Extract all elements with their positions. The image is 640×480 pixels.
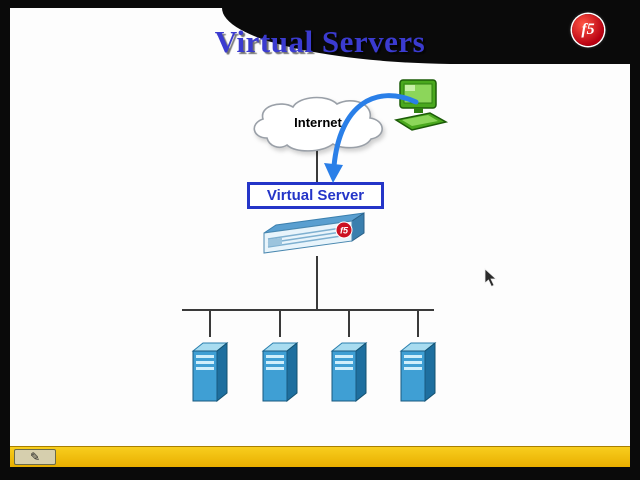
f5-logo-text: f5 bbox=[581, 21, 595, 38]
server-tower bbox=[188, 335, 234, 407]
drop-line-4 bbox=[417, 310, 419, 337]
mouse-cursor-icon bbox=[484, 268, 498, 288]
cloud-label: Internet bbox=[294, 115, 342, 130]
f5-logo: f5 bbox=[572, 14, 604, 46]
drop-line-1 bbox=[209, 310, 211, 337]
curved-arrow-icon bbox=[310, 78, 450, 198]
pencil-icon: ✎ bbox=[29, 450, 41, 464]
virtual-server-box: Virtual Server bbox=[247, 182, 384, 209]
drop-line-2 bbox=[279, 310, 281, 337]
internet-cloud-icon bbox=[243, 92, 393, 156]
virtual-server-label: Virtual Server bbox=[266, 187, 365, 204]
bigip-appliance-icon: f5 bbox=[256, 211, 376, 261]
appliance-to-bus-line bbox=[316, 256, 318, 310]
slide: Virtual Servers f5 Internet bbox=[10, 8, 630, 446]
bus-line bbox=[182, 309, 434, 311]
pen-tool-button[interactable]: ✎ bbox=[14, 449, 56, 465]
bottom-toolbar: ✎ bbox=[10, 446, 630, 467]
slide-title: Virtual Servers bbox=[214, 24, 426, 59]
server-tower bbox=[396, 335, 442, 407]
server-tower bbox=[327, 335, 373, 407]
drop-line-3 bbox=[348, 310, 350, 337]
appliance-f5-badge: f5 bbox=[340, 226, 349, 236]
cloud-to-box-line bbox=[316, 150, 318, 184]
server-tower bbox=[258, 335, 304, 407]
